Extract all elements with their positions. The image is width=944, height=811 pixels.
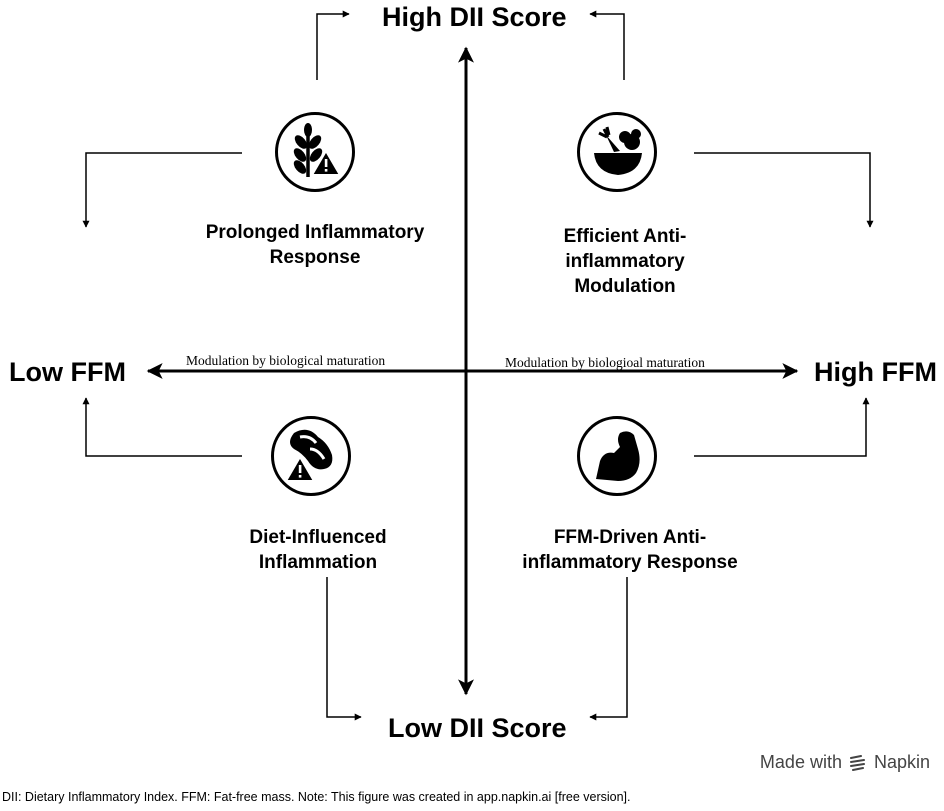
napkin-watermark: Made with Napkin	[760, 752, 930, 773]
left-axis-note: Modulation by biological maturation	[186, 353, 386, 368]
watermark-prefix: Made with	[759, 752, 842, 772]
food-bowl-icon	[594, 126, 642, 175]
figure-caption: DII: Dietary Inflammatory Index. FFM: Fa…	[2, 790, 631, 804]
arrow-top-right-to-high-dii	[589, 10, 625, 80]
quadrant-bottom-left-label: Diet-Influenced Inflammation	[249, 527, 387, 573]
quadrant-top-left-icon-badge	[275, 112, 355, 192]
quadrant-top-right-label: Efficient Anti- inflammatory Modulation	[563, 226, 687, 297]
arrow-bottom-left-to-low-ffm	[82, 397, 242, 457]
high-ffm-label: High FFM	[814, 357, 937, 387]
high-dii-label: High DII Score	[382, 2, 567, 32]
wheat-warning-icon	[293, 123, 341, 177]
quadrant-bottom-right-icon-badge	[577, 416, 657, 496]
arrow-bottom-left-to-low-dii	[326, 577, 362, 721]
arrow-bottom-right-to-low-dii	[589, 577, 628, 721]
low-dii-label: Low DII Score	[388, 713, 567, 743]
quadrant-bottom-left-icon-badge	[271, 416, 351, 496]
watermark-brand: Napkin	[873, 752, 930, 772]
arrow-top-left-to-high-dii	[316, 10, 350, 80]
arrow-bottom-right-to-high-ffm	[694, 397, 870, 457]
right-axis-note: Modulation by biologioal maturation	[505, 355, 705, 370]
meat-warning-icon	[285, 429, 333, 482]
low-ffm-label: Low FFM	[9, 357, 126, 387]
quadrant-bottom-right-label: FFM-Driven Anti- inflammatory Response	[522, 527, 738, 573]
arrow-top-left-to-low-ffm	[82, 152, 242, 228]
quadrant-top-left-label: Prolonged Inflammatory Response	[205, 222, 425, 268]
napkin-logo-icon	[849, 754, 865, 771]
flexed-arm-icon	[596, 431, 640, 481]
arrow-top-right-to-high-ffm	[694, 152, 874, 228]
quadrant-top-right-icon-badge	[577, 112, 657, 192]
